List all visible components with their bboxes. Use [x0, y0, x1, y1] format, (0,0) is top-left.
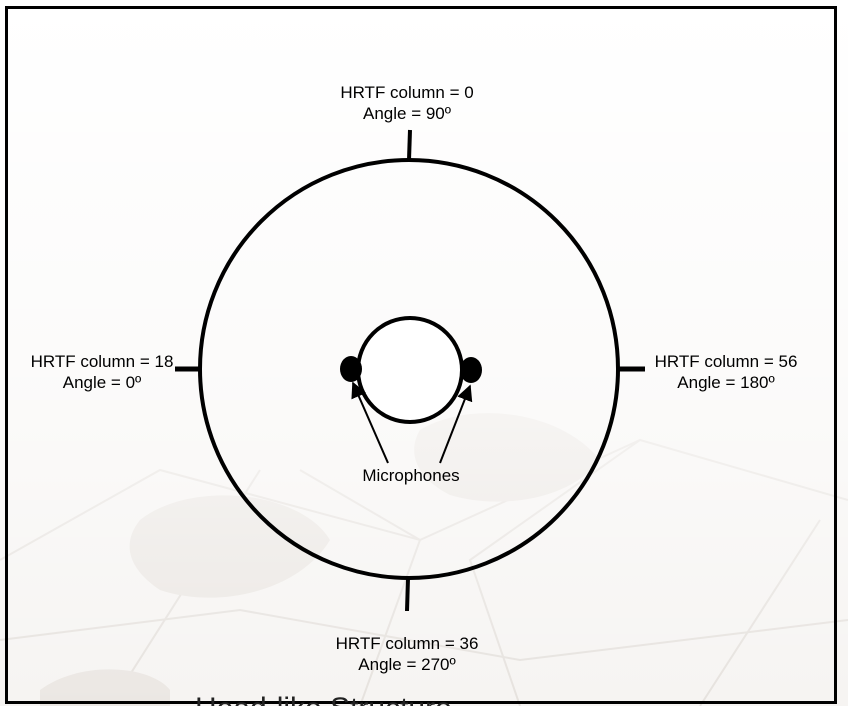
arrow-right [439, 384, 473, 464]
label-microphones: Microphones [362, 466, 460, 485]
head-circle [356, 316, 464, 424]
label-top: HRTF column = 0 Angle = 90º [307, 82, 507, 124]
label-left-column: HRTF column = 18 [30, 352, 174, 371]
footer-cut-text: Head-like Structure [195, 694, 452, 706]
label-right: HRTF column = 56 Angle = 180º [626, 351, 826, 393]
label-top-angle: Angle = 90º [363, 104, 451, 123]
label-bottom: HRTF column = 36 Angle = 270º [307, 633, 507, 675]
tick-top [407, 129, 412, 161]
label-top-column: HRTF column = 0 [340, 83, 474, 102]
microphone-right [460, 357, 482, 383]
label-left: HRTF column = 18 Angle = 0º [2, 351, 202, 393]
arrow-left [351, 381, 389, 464]
label-bottom-angle: Angle = 270º [358, 655, 456, 674]
label-right-column: HRTF column = 56 [654, 352, 798, 371]
label-right-angle: Angle = 180º [677, 373, 775, 392]
label-left-angle: Angle = 0º [62, 373, 142, 392]
microphone-left [340, 356, 362, 382]
label-bottom-column: HRTF column = 36 [335, 634, 479, 653]
tick-bottom [405, 577, 410, 612]
diagram-frame [5, 6, 837, 704]
